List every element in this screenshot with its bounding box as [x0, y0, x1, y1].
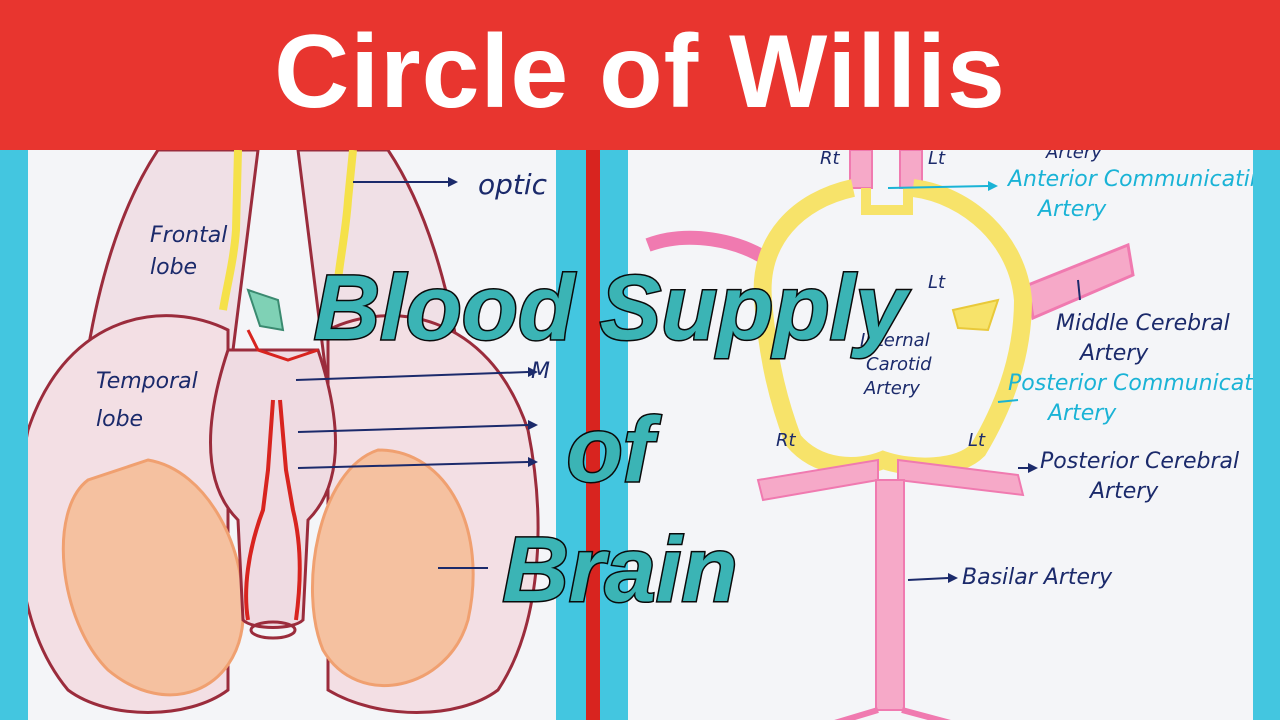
optic-nerve-right: [334, 150, 357, 281]
vertebral-right: [834, 707, 879, 720]
left-panel-brain-drawing: optic Frontal lobe Temporal lobe M: [28, 150, 556, 720]
label-posterior-communicating-artery: Artery: [1046, 401, 1117, 426]
middle-cerebral-right: [645, 230, 772, 266]
label-anterior-communicating: Anterior Communicating: [1006, 167, 1253, 192]
vertebral-left: [901, 707, 951, 720]
internal-carotid-stub: [951, 298, 1000, 332]
middle-cerebral-left: [1026, 242, 1135, 321]
panel-divider: [586, 150, 600, 720]
label-internal: Internal: [860, 330, 930, 351]
label-m: M: [531, 359, 550, 384]
label-frontal-lobe: lobe: [150, 255, 197, 280]
label-rt-bottom: Rt: [776, 430, 797, 451]
foramen-oval: [249, 620, 297, 640]
label-posterior-communicating: Posterior Communicating: [1008, 371, 1253, 396]
label-lt-top: Lt: [928, 150, 946, 169]
label-middle-cerebral: Middle Cerebral: [1056, 311, 1230, 336]
label-carotid: Carotid: [866, 354, 932, 375]
basilar-artery: [875, 479, 905, 711]
pituitary: [246, 288, 285, 332]
basilar-artery-right-drawing: [278, 399, 302, 621]
label-frontal: Frontal: [150, 223, 227, 248]
label-basilar-artery: Basilar Artery: [962, 565, 1113, 590]
label-carotid-artery: Artery: [863, 378, 920, 399]
anterior-communicating-artery: [861, 188, 913, 215]
banner-title: Circle of Willis: [274, 14, 1006, 130]
overlay-line-brain: Brain: [501, 519, 739, 622]
label-lt-mid: Lt: [928, 272, 946, 293]
right-panel-circle-diagram: Rt Lt Artery Anterior Communicating Arte…: [628, 150, 1253, 720]
label-middle-cerebral-artery: Artery: [1078, 341, 1149, 366]
label-optic: optic: [478, 168, 548, 201]
overlay-line-of: of: [565, 399, 655, 502]
label-temporal-lobe: lobe: [96, 407, 143, 432]
artery-branch-top: [246, 329, 319, 362]
cerebellum-left: [61, 458, 245, 697]
brainstem: [209, 348, 337, 629]
optic-nerve-left: [219, 150, 242, 311]
circle-of-willis-illustration: Rt Lt Artery Anterior Communicating Arte…: [645, 150, 1253, 720]
brain-base-illustration: optic Frontal lobe Temporal lobe M: [28, 150, 550, 714]
title-banner: Circle of Willis: [0, 0, 1280, 150]
basilar-artery-left-drawing: [244, 399, 275, 621]
label-artery-top: Artery: [1045, 150, 1102, 163]
label-rt-top: Rt: [820, 150, 841, 169]
overlay-line-blood-supply: Blood Supply: [312, 257, 908, 360]
anterior-cerebral-right: [849, 150, 873, 189]
circle-ring: [753, 179, 1033, 476]
label-lt-bottom: Lt: [968, 430, 986, 451]
posterior-cerebral-left: [897, 458, 1025, 497]
label-anterior-communicating-artery: Artery: [1036, 197, 1107, 222]
label-posterior-cerebral: Posterior Cerebral: [1040, 449, 1239, 474]
label-temporal: Temporal: [96, 369, 198, 394]
cerebellum-right: [311, 448, 475, 687]
label-posterior-cerebral-artery: Artery: [1088, 479, 1159, 504]
